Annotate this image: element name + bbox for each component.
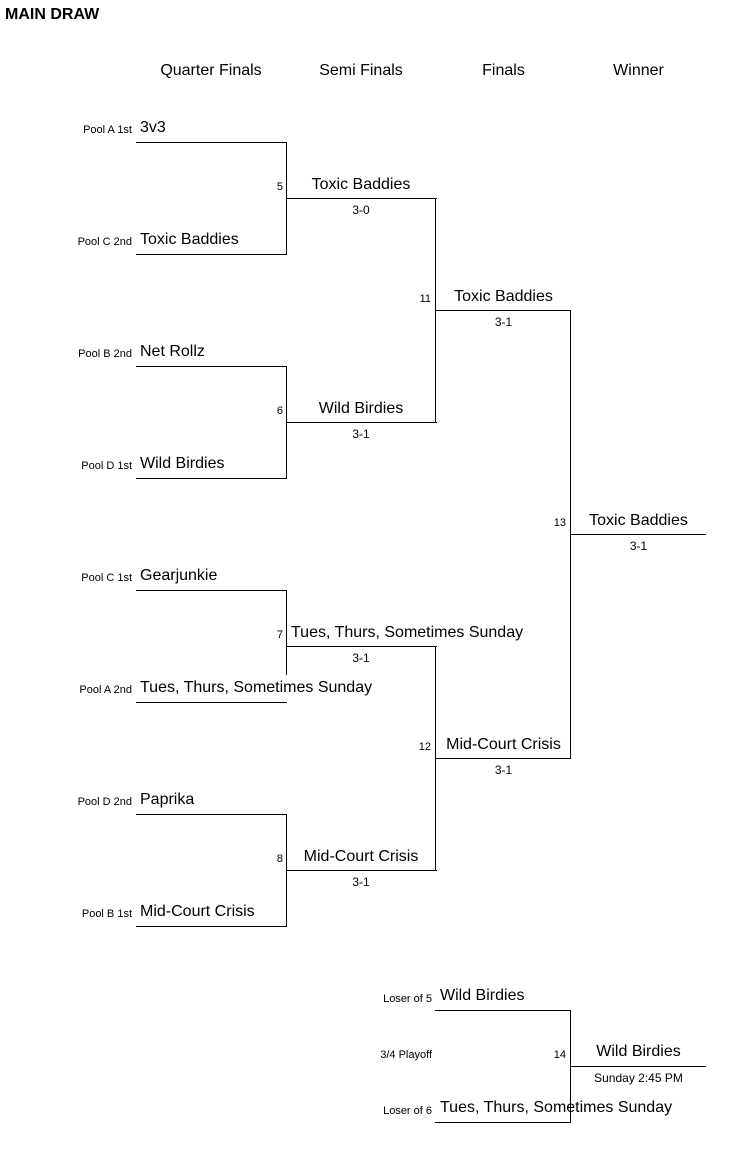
bracket-line (570, 1066, 706, 1067)
seed-label: Pool B 2nd (78, 348, 132, 360)
bracket-line (435, 310, 571, 311)
bracket-line (136, 254, 287, 255)
round-header-finals: Finals (482, 62, 525, 79)
match-score: 3-1 (352, 875, 370, 889)
sf-team: Tues, Thurs, Sometimes Sunday (291, 624, 524, 641)
match-score: 3-1 (352, 651, 370, 665)
match-number: 14 (553, 1049, 566, 1061)
round-header-winner: Winner (613, 62, 664, 79)
sf-team: Wild Birdies (318, 400, 404, 417)
bracket-line (286, 198, 437, 199)
seed-label: Pool D 1st (81, 460, 132, 472)
sf-team: Toxic Baddies (311, 176, 411, 193)
round-header-semi-finals: Semi Finals (319, 62, 403, 79)
bracket-line (570, 534, 706, 535)
seed-label: Pool A 2nd (79, 684, 132, 696)
match-number: 5 (276, 181, 283, 193)
bracket-connector (286, 590, 287, 675)
winner-team: Toxic Baddies (589, 512, 688, 529)
qf-team: Gearjunkie (140, 567, 218, 584)
bracket-line (435, 1010, 571, 1011)
match-score: 3-1 (494, 315, 513, 329)
seed-label: Loser of 6 (383, 1105, 432, 1117)
seed-label: Pool B 1st (81, 908, 132, 920)
bracket-line (136, 590, 287, 591)
match-number: 7 (276, 629, 283, 641)
match-number: 8 (276, 853, 283, 865)
sf-team: Mid-Court Crisis (303, 848, 419, 865)
match-number: 11 (419, 293, 431, 305)
qf-team: Paprika (140, 791, 195, 808)
match-score: 3-1 (494, 763, 513, 777)
match-time: Sunday 2:45 PM (594, 1071, 683, 1085)
bracket-line (435, 1122, 571, 1123)
seed-label: Pool C 1st (81, 572, 132, 584)
qf-team: Toxic Baddies (140, 231, 239, 248)
bracket-line (286, 870, 437, 871)
qf-team: Net Rollz (140, 343, 205, 360)
playoff-team: Tues, Thurs, Sometimes Sunday (440, 1099, 673, 1116)
bracket-line (435, 758, 571, 759)
final-team: Mid-Court Crisis (446, 736, 561, 753)
bracket-line (136, 142, 287, 143)
match-number: 13 (553, 517, 566, 529)
bracket-line (286, 646, 437, 647)
playoff-winner-team: Wild Birdies (596, 1043, 681, 1060)
qf-team: 3v3 (140, 119, 166, 136)
bracket-line (286, 422, 437, 423)
seed-label: Loser of 5 (383, 993, 432, 1005)
match-score: 3-1 (352, 427, 370, 441)
page-title: MAIN DRAW (5, 6, 100, 23)
qf-team: Wild Birdies (140, 455, 225, 472)
qf-team: Tues, Thurs, Sometimes Sunday (140, 679, 373, 696)
qf-team: Mid-Court Crisis (140, 903, 255, 920)
seed-label: Pool A 1st (83, 124, 132, 136)
seed-label: Pool D 2nd (77, 796, 132, 808)
playoff-team: Wild Birdies (440, 987, 525, 1004)
match-score: 3-0 (352, 203, 370, 217)
playoff-label: 3/4 Playoff (380, 1049, 432, 1061)
bracket-line (136, 814, 287, 815)
bracket-line (136, 366, 287, 367)
bracket-line (136, 702, 287, 703)
final-team: Toxic Baddies (454, 288, 553, 305)
round-header-quarter-finals: Quarter Finals (160, 62, 262, 79)
match-number: 6 (276, 405, 283, 417)
bracket-line (136, 478, 287, 479)
match-score: 3-1 (629, 539, 648, 553)
seed-label: Pool C 2nd (77, 236, 132, 248)
match-number: 12 (418, 741, 431, 753)
bracket-line (136, 926, 287, 927)
